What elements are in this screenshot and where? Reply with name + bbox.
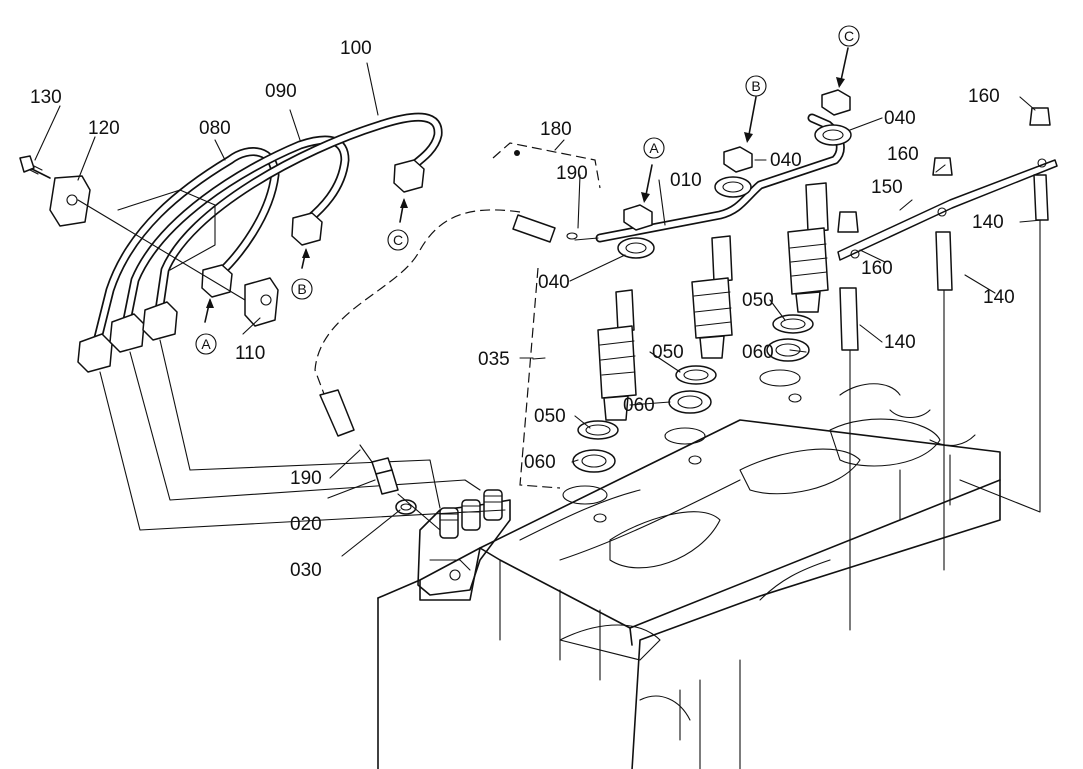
part-label-100: 100 — [340, 38, 372, 59]
leak-off-pipe — [314, 89, 852, 437]
callout-letter: C — [393, 232, 403, 248]
part-label-120: 120 — [88, 118, 120, 139]
pump-fittings — [359, 444, 441, 531]
part-label-160-low: 160 — [861, 258, 893, 279]
part-label-140-right: 140 — [972, 212, 1004, 233]
callout-a-upper: A — [643, 137, 665, 159]
part-label-090: 090 — [265, 81, 297, 102]
part-label-130: 130 — [30, 87, 62, 108]
part-label-150: 150 — [871, 177, 903, 198]
cylinder-head — [377, 369, 1001, 769]
part-label-060-mid: 060 — [623, 395, 655, 416]
part-label-190-lower: 190 — [290, 468, 322, 489]
part-label-160-mid: 160 — [887, 144, 919, 165]
part-label-110: 110 — [235, 343, 265, 364]
injection-pump — [417, 489, 511, 596]
injector-nozzles — [519, 182, 829, 489]
part-label-040-left: 040 — [538, 272, 570, 293]
callout-a-lower: A — [195, 333, 217, 355]
part-label-140-mid: 140 — [983, 287, 1015, 308]
injection-pipes — [77, 112, 506, 531]
part-label-180: 180 — [540, 119, 572, 140]
callout-b-upper: B — [745, 75, 767, 97]
part-label-140-low: 140 — [884, 332, 916, 353]
part-label-060-right: 060 — [742, 342, 774, 363]
callout-c-upper: C — [838, 25, 860, 47]
callout-letter: A — [201, 336, 211, 352]
callout-letter: C — [844, 28, 854, 44]
part-label-020: 020 — [290, 514, 322, 535]
part-label-160-right: 160 — [968, 86, 1000, 107]
part-label-060-left: 060 — [524, 452, 556, 473]
part-label-040-top: 040 — [884, 108, 916, 129]
callout-letter: B — [297, 281, 306, 297]
pipe-clamps — [19, 155, 279, 327]
part-label-040-mid: 040 — [770, 150, 802, 171]
callout-c-lower: C — [387, 229, 409, 251]
part-label-030: 030 — [290, 560, 322, 581]
part-label-190-upper: 190 — [556, 163, 588, 184]
leader-lines — [34, 47, 1043, 557]
part-label-080: 080 — [199, 118, 231, 139]
part-label-050-left: 050 — [534, 406, 566, 427]
part-label-050-mid: 050 — [652, 342, 684, 363]
part-label-050-right: 050 — [742, 290, 774, 311]
callout-letter: A — [649, 140, 659, 156]
callout-b-lower: B — [291, 278, 313, 300]
callout-letter: B — [751, 78, 760, 94]
part-number-labels: 100 130 090 120 080 180 190 010 040 040 … — [30, 38, 1015, 581]
part-label-010: 010 — [670, 170, 702, 191]
part-label-035: 035 — [478, 349, 510, 370]
glow-plugs — [837, 107, 1058, 631]
